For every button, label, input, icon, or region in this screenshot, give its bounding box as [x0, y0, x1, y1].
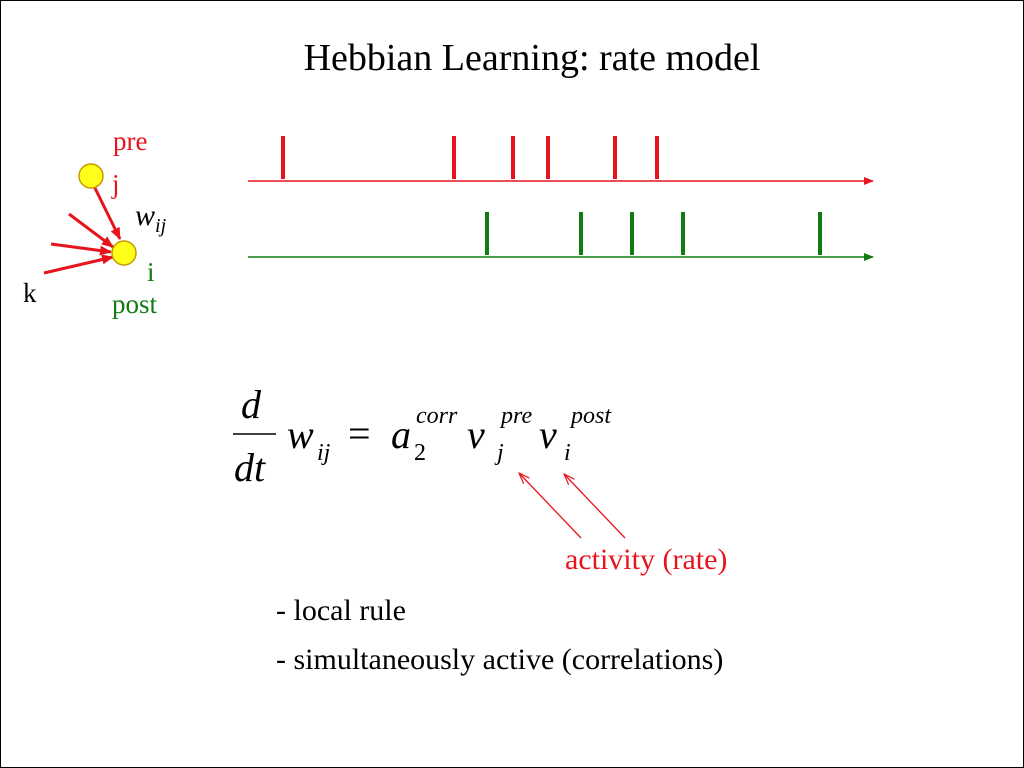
neuron-post-i	[111, 240, 137, 266]
synapse-j-to-i	[91, 183, 122, 240]
eq-nu-pre-sup: pre	[501, 403, 533, 429]
eq-w-sub: ij	[317, 440, 331, 466]
post-spike-train	[485, 212, 822, 255]
eq-nu-post-sup: post	[571, 403, 612, 429]
eq-nu-pre-sub: j	[497, 440, 504, 466]
i-label: i	[147, 257, 155, 287]
synapse-input-1	[68, 212, 114, 249]
eq-d: d	[241, 382, 261, 427]
synapse-input-2	[50, 242, 112, 256]
neuron-pre-j	[78, 163, 104, 189]
annotation-arrow-pre	[519, 473, 582, 539]
eq-nu-post-sub: i	[564, 440, 571, 466]
eq-nu-post: ν	[539, 412, 557, 457]
k-label: k	[23, 278, 37, 308]
eq-equals: =	[348, 411, 371, 456]
bullet-local-rule: - local rule	[276, 594, 406, 627]
post-label: post	[112, 289, 158, 319]
activity-annotation: activity (rate)	[565, 543, 728, 576]
eq-nu-pre: ν	[467, 412, 485, 457]
j-label: j	[112, 169, 120, 199]
eq-dt: dt	[234, 445, 266, 490]
page-title: Hebbian Learning: rate model	[303, 37, 761, 79]
eq-a: a	[391, 412, 411, 457]
bullet-simultaneously-active: - simultaneously active (correlations)	[276, 643, 724, 676]
eq-w: w	[287, 412, 314, 457]
eq-a-sub: 2	[414, 440, 426, 466]
weight-label: wij	[135, 199, 167, 237]
eq-a-sup: corr	[416, 403, 458, 429]
annotation-arrow-post	[564, 474, 626, 539]
pre-spike-train	[281, 136, 659, 179]
synapse-k-to-i	[43, 254, 114, 275]
pre-label: pre	[113, 126, 148, 156]
